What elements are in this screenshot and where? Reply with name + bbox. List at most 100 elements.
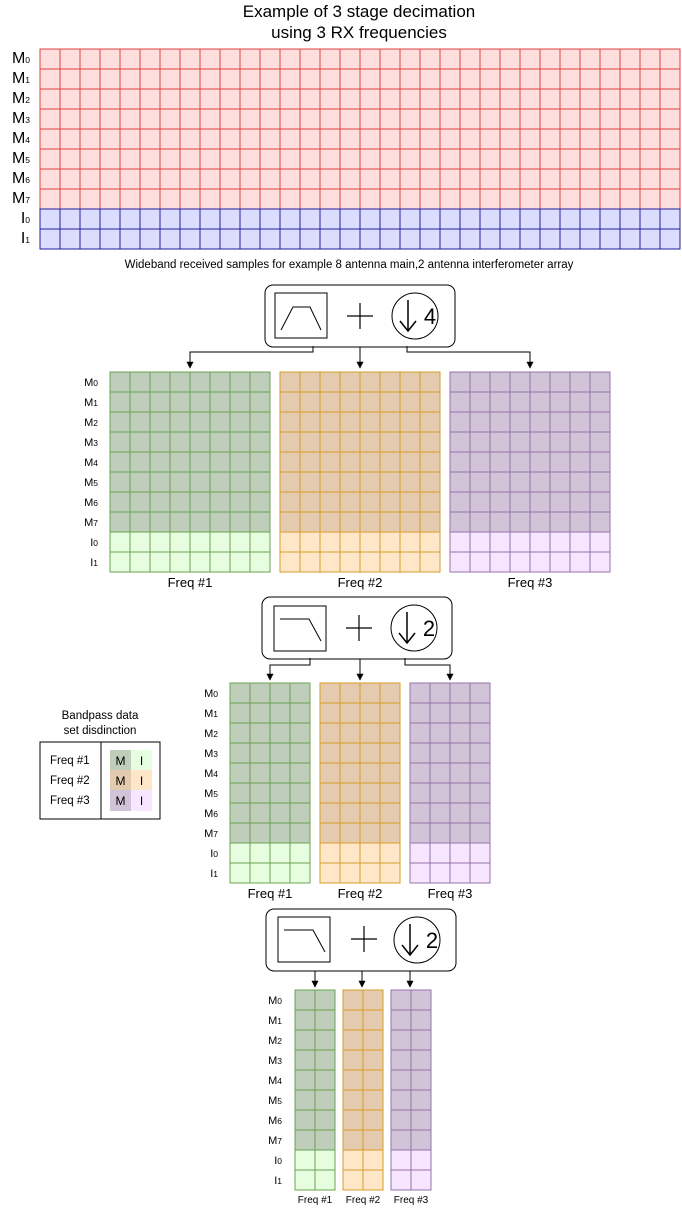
wideband-main-cell [79, 68, 101, 90]
row-label-m4: M4 [84, 457, 98, 469]
diagram-title-line2: using 3 RX frequencies [271, 23, 447, 42]
wideband-main-cell [579, 128, 601, 150]
stage2-freq3-main-cell [429, 702, 451, 724]
wideband-main-cell [479, 48, 501, 70]
wideband-main-cell [639, 48, 661, 70]
stage2-freq2-interf-cell [379, 842, 401, 864]
stage2-freq2-interf-cell [359, 862, 381, 884]
stage2-freq2-main-cell [339, 682, 361, 704]
stage1-freq1-main-cell [129, 451, 151, 473]
row-label-i0: I0 [274, 1155, 282, 1167]
wideband-main-cell [99, 148, 121, 170]
wideband-main-cell [59, 108, 81, 130]
wideband-main-cell [339, 68, 361, 90]
stage1-freq1-main-cell [129, 491, 151, 513]
legend-interf-swatch [131, 770, 152, 791]
wideband-main-cell [259, 168, 281, 190]
stage1-freq2-main-cell [279, 451, 301, 473]
legend-freq3-label: Freq #3 [50, 795, 90, 807]
row-label-m6: M6 [12, 170, 30, 187]
stage2-freq3-main-cell [449, 742, 471, 764]
wideband-main-cell [179, 148, 201, 170]
wideband-interf-cell [639, 228, 661, 250]
stage3-freq2-main-cell [362, 1069, 384, 1091]
stage2-freq1-grid [229, 682, 311, 884]
stage1-freq3-interf-cell [469, 531, 491, 553]
wideband-interf-cell [259, 208, 281, 230]
row-label-i0: I0 [210, 848, 218, 860]
stage3-freq2-main-cell [362, 1129, 384, 1151]
wideband-interf-cell [499, 228, 521, 250]
wideband-main-cell [339, 48, 361, 70]
lowpass-filter-icon [273, 605, 327, 652]
stage1-freq1-main-cell [249, 451, 271, 473]
wideband-main-cell [39, 188, 61, 210]
stage2-freq3-main-cell [409, 722, 431, 744]
stage1-freq2-main-cell [299, 371, 321, 393]
wideband-main-cell [559, 168, 581, 190]
stage3-freq3-main-cell [410, 989, 432, 1011]
wideband-interf-cell [179, 228, 201, 250]
stage1-freq2-interf-cell [359, 531, 381, 553]
stage2-freq3-interf-cell [449, 842, 471, 864]
wideband-main-cell [39, 108, 61, 130]
wideband-interf-cell [239, 228, 261, 250]
stage1-freq2-main-cell [379, 491, 401, 513]
stage3-freq1-main-cell [294, 1109, 316, 1131]
wideband-main-cell [499, 128, 521, 150]
stage3-freq3-main-cell [410, 1049, 432, 1071]
stage1-freq3-main-cell [589, 431, 611, 453]
legend-interf-symbol: I [140, 754, 143, 768]
stage2-freq2-main-cell [379, 802, 401, 824]
stage1-freq2-main-cell [419, 371, 441, 393]
wideband-main-cell [39, 128, 61, 150]
wideband-main-cell [159, 148, 181, 170]
stage2-freq1-main-cell [229, 762, 251, 784]
stage1-freq2-interf-cell [299, 551, 321, 573]
wideband-main-cell [299, 128, 321, 150]
row-label-m1: M1 [84, 397, 98, 409]
wideband-main-cell [59, 48, 81, 70]
stage2-freq1-main-cell [289, 682, 311, 704]
wideband-main-cell [439, 108, 461, 130]
wideband-caption: Wideband received samples for example 8 … [125, 259, 574, 271]
wideband-interf-cell [339, 228, 361, 250]
stage1-freq2-main-cell [299, 451, 321, 473]
stage1-freq3-main-cell [529, 391, 551, 413]
stage1-freq3-main-cell [489, 431, 511, 453]
stage1-freq1-main-cell [129, 391, 151, 413]
stage1-freq2-main-cell [399, 471, 421, 493]
wideband-main-cell [279, 68, 301, 90]
stage1-freq1-main-cell [229, 491, 251, 513]
stage1-freq1-main-cell [129, 471, 151, 493]
stage3-freq3-main-cell [410, 1109, 432, 1131]
stage3-freq1-interf-cell [294, 1169, 316, 1191]
stage2-freq3-main-cell [469, 762, 491, 784]
stage3-freq1-main-cell [314, 1089, 336, 1111]
wideband-main-cell [339, 128, 361, 150]
stage1-freq2-main-cell [279, 411, 301, 433]
wideband-main-cell [359, 168, 381, 190]
wideband-main-cell [39, 88, 61, 110]
stage1-freq2-main-cell [279, 431, 301, 453]
wideband-main-cell [99, 188, 121, 210]
stage1-freq1-interf-cell [229, 531, 251, 553]
stage2-freq2-main-cell [339, 722, 361, 744]
wideband-interf-cell [459, 208, 481, 230]
wideband-main-cell [319, 108, 341, 130]
stage2-freq1-main-cell [229, 722, 251, 744]
stage1-freq1-main-cell [149, 451, 171, 473]
wideband-main-cell [239, 48, 261, 70]
stage2-freq2-main-cell [319, 782, 341, 804]
stage2-arrow-freq3 [404, 658, 454, 681]
wideband-main-cell [199, 88, 221, 110]
stage1-freq3-main-cell [549, 391, 571, 413]
stage1-freq2-main-cell [379, 411, 401, 433]
wideband-main-cell [399, 148, 421, 170]
stage1-freq2-main-cell [339, 511, 361, 533]
row-label-m6: M6 [204, 808, 218, 820]
stage2-freq3-main-cell [429, 762, 451, 784]
wideband-interf-cell [279, 228, 301, 250]
stage1-freq1-interf-cell [169, 551, 191, 573]
